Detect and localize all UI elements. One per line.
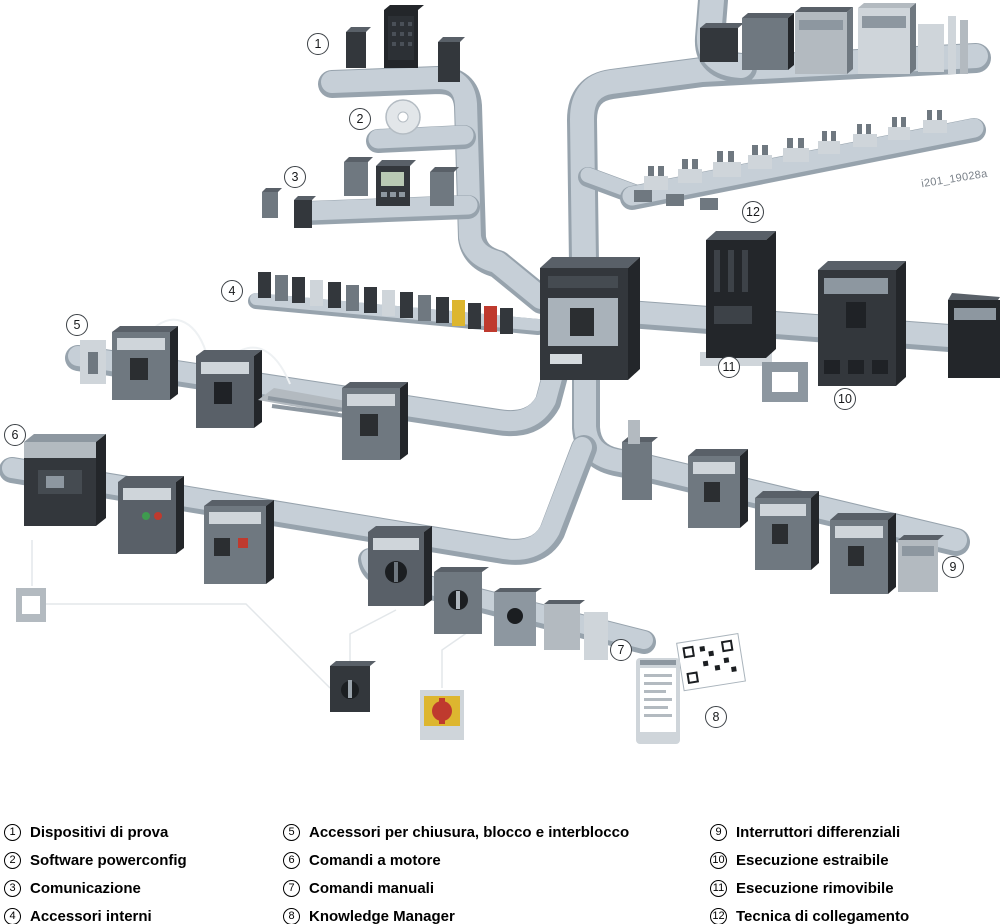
- knowledge-manager-group: [636, 633, 746, 744]
- legend-num-7: 7: [283, 879, 300, 897]
- withdrawable-breaker: [762, 261, 906, 402]
- legend-num-12: 12: [710, 907, 727, 924]
- legend-item: 10 Esecuzione estraibile: [710, 846, 909, 874]
- legend-item: 7 Comandi manuali: [283, 874, 629, 902]
- callout-12: 12: [742, 201, 764, 223]
- legend-label: Knowledge Manager: [309, 907, 455, 924]
- rcd-row: [622, 420, 944, 594]
- legend-num-4: 4: [4, 907, 21, 924]
- legend-label: Accessori per chiusura, blocco e interbl…: [309, 823, 630, 841]
- legend-num-11: 11: [710, 879, 727, 897]
- callout-5: 5: [66, 314, 88, 336]
- legend-num-5: 5: [283, 823, 300, 841]
- internal-accessories-strip: [258, 272, 513, 334]
- callout-9: 9: [942, 556, 964, 578]
- legend-label: Tecnica di collegamento: [736, 907, 910, 924]
- legend-label: Accessori interni: [30, 907, 152, 924]
- legend-column-1: 1 Dispositivi di prova 2 Software powerc…: [4, 818, 187, 924]
- legend-item: 9 Interruttori differenziali: [710, 818, 909, 846]
- legend-column-2: 5 Accessori per chiusura, blocco e inter…: [283, 818, 629, 924]
- legend-item: 5 Accessori per chiusura, blocco e inter…: [283, 818, 629, 846]
- test-devices-group: [346, 5, 465, 82]
- legend-num-3: 3: [4, 879, 21, 897]
- legend-label: Software powerconfig: [30, 851, 187, 869]
- callout-4: 4: [221, 280, 243, 302]
- callout-10: 10: [834, 388, 856, 410]
- legend-item: 4 Accessori interni: [4, 902, 187, 924]
- legend-label: Comandi manuali: [309, 879, 435, 897]
- legend-item: 6 Comandi a motore: [283, 846, 629, 874]
- interlock-row: [80, 326, 408, 460]
- legend-item: 1 Dispositivi di prova: [4, 818, 187, 846]
- legend-label: Interruttori differenziali: [736, 823, 901, 841]
- callout-7: 7: [610, 639, 632, 661]
- legend-num-6: 6: [283, 851, 300, 869]
- removable-breaker: [700, 231, 776, 366]
- top-right-assembly: [700, 3, 968, 74]
- legend-label: Esecuzione estraibile: [736, 851, 889, 869]
- connection-parts-row: [634, 110, 947, 210]
- callout-3: 3: [284, 166, 306, 188]
- legend-num-10: 10: [710, 851, 727, 869]
- legend-column-3: 9 Interruttori differenziali 10 Esecuzio…: [710, 818, 909, 924]
- motor-operator-row: [16, 434, 274, 622]
- legend-item: 12 Tecnica di collegamento: [710, 902, 909, 924]
- callout-2: 2: [349, 108, 371, 130]
- diagram-illustration: [0, 0, 1000, 744]
- legend-label: Esecuzione rimovibile: [736, 879, 894, 897]
- legend-num-1: 1: [4, 823, 21, 841]
- callout-1: 1: [307, 33, 329, 55]
- callout-6: 6: [4, 424, 26, 446]
- callout-8: 8: [705, 706, 727, 728]
- legend-item: 8 Knowledge Manager: [283, 902, 629, 924]
- legend-item: 2 Software powerconfig: [4, 846, 187, 874]
- legend-item: 11 Esecuzione rimovibile: [710, 874, 909, 902]
- legend-num-8: 8: [283, 907, 300, 924]
- legend-label: Dispositivi di prova: [30, 823, 169, 841]
- communication-group: [262, 157, 459, 228]
- callout-11: 11: [718, 356, 740, 378]
- central-breaker: [540, 257, 640, 380]
- legend-item: 3 Comunicazione: [4, 874, 187, 902]
- legend-num-2: 2: [4, 851, 21, 869]
- legend-label: Comunicazione: [30, 879, 141, 897]
- manual-operator-row: [330, 526, 608, 740]
- right-edge-breaker: [948, 293, 1000, 378]
- legend-num-9: 9: [710, 823, 727, 841]
- legend-label: Comandi a motore: [309, 851, 441, 869]
- software-disc: [385, 99, 421, 135]
